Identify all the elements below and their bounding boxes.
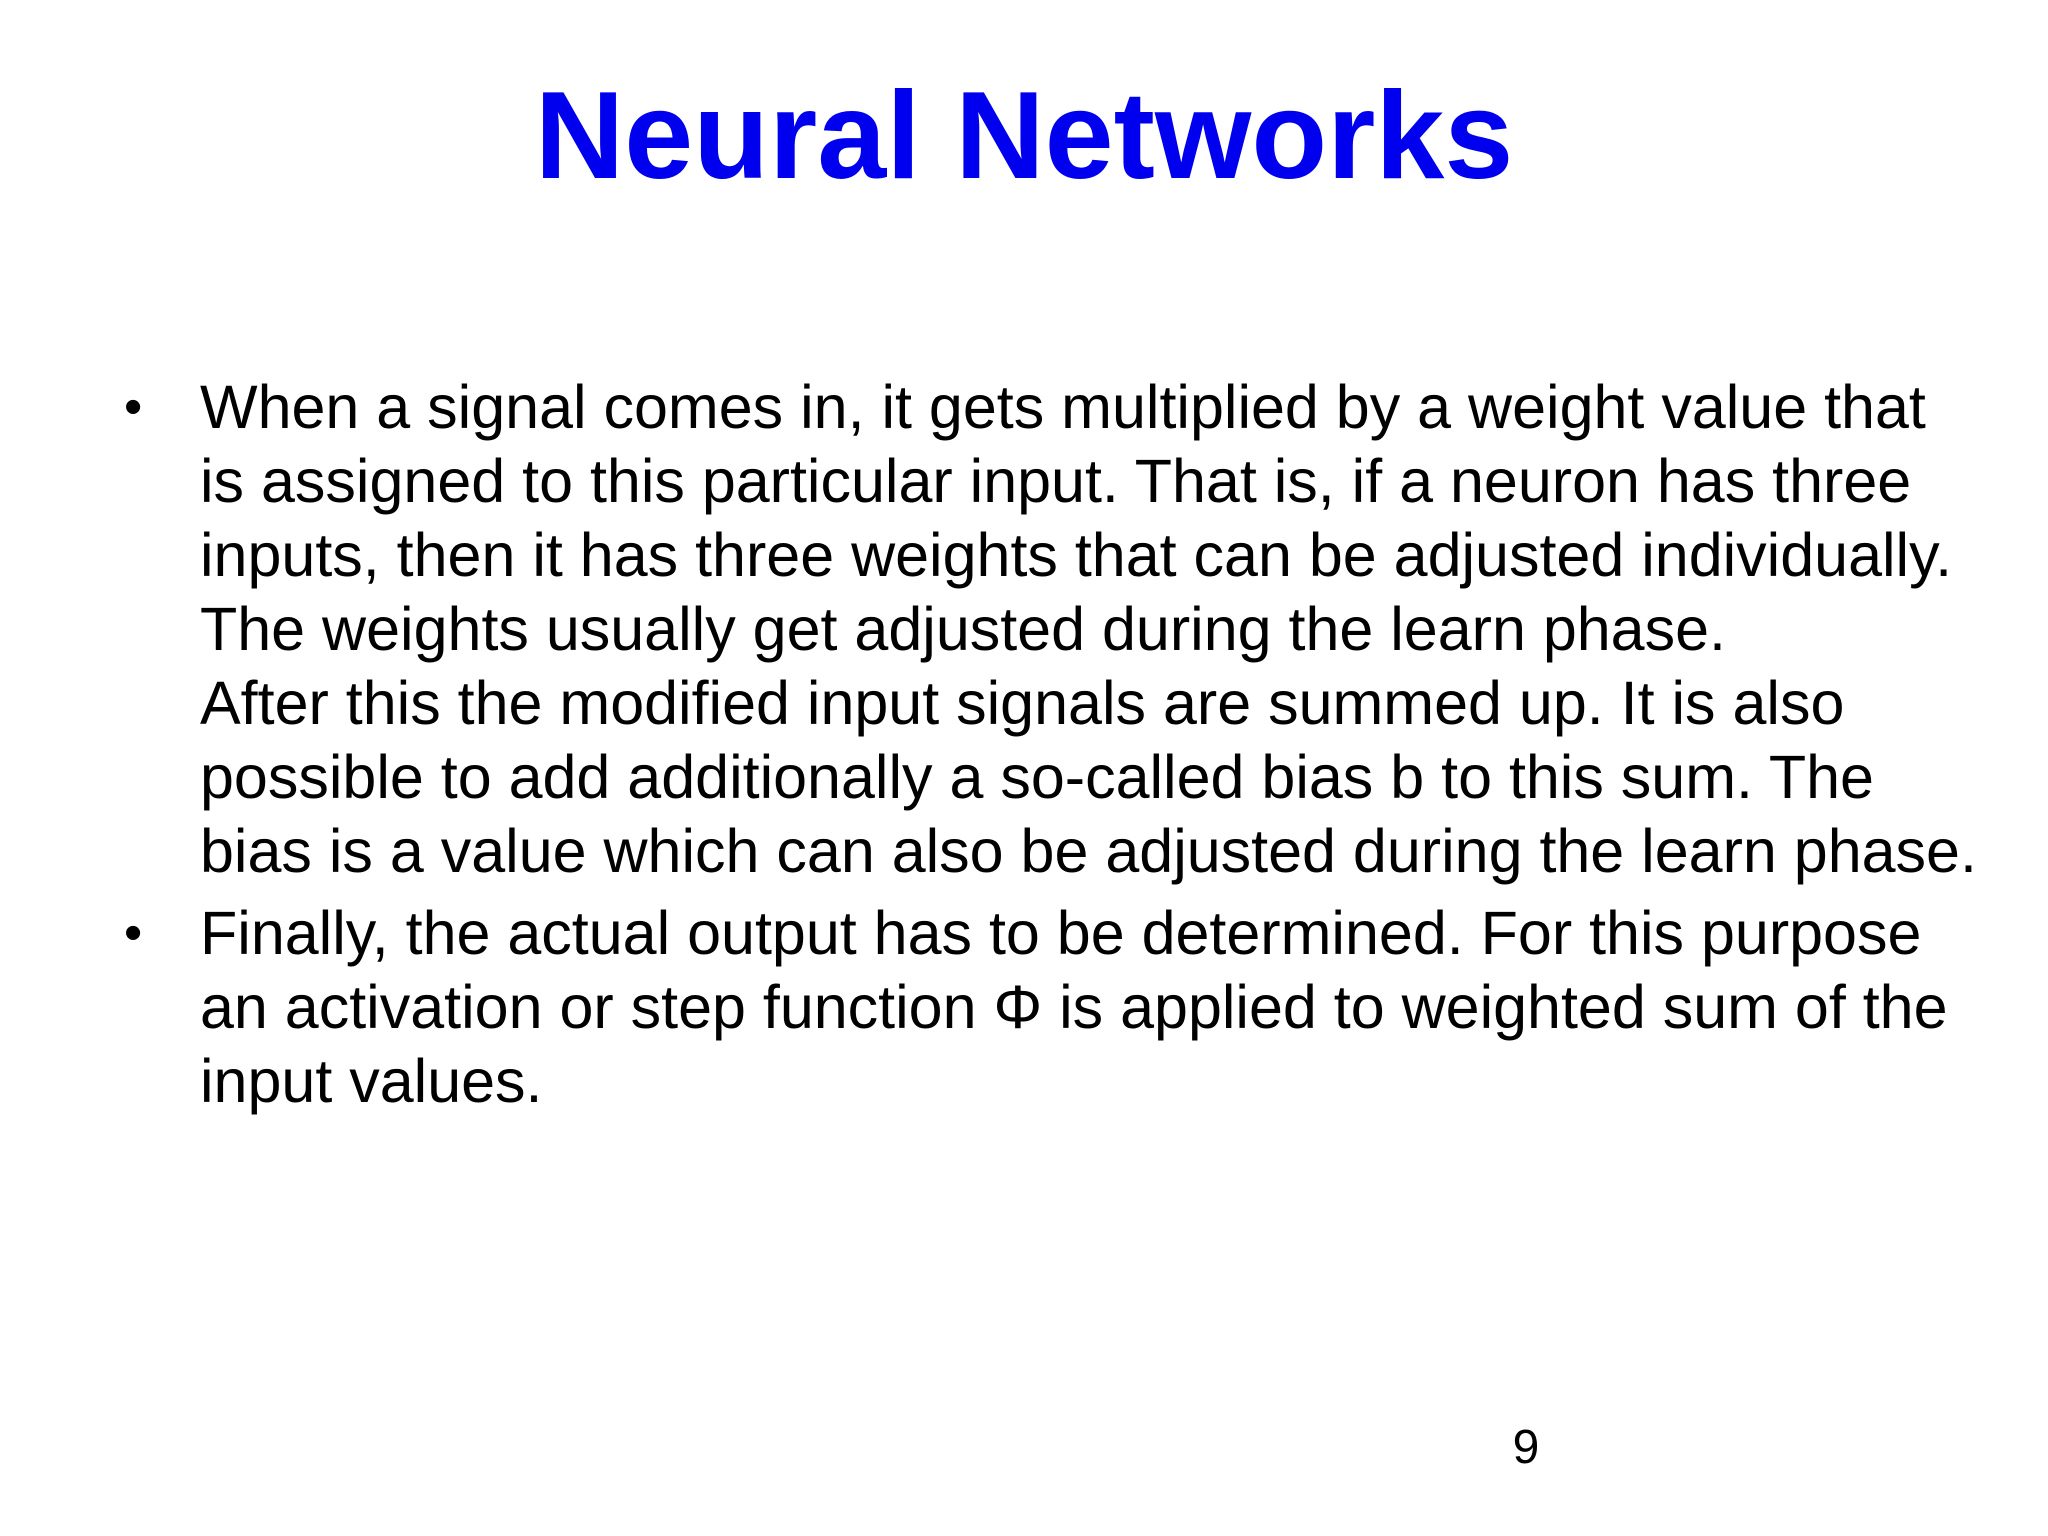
bullet-item-2: • Finally, the actual output has to be d…	[120, 896, 1980, 1118]
bullet-list: • When a signal comes in, it gets multip…	[120, 370, 1980, 1126]
bullet-marker: •	[124, 904, 143, 962]
bullet-2-paragraph-1: Finally, the actual output has to be det…	[200, 899, 1948, 1115]
slide-title: Neural Networks	[534, 67, 1514, 205]
bullet-item-1: • When a signal comes in, it gets multip…	[120, 370, 1980, 888]
bullet-1-paragraph-2: After this the modified input signals ar…	[200, 669, 1977, 885]
page-number: 9	[1512, 1421, 1540, 1474]
bullet-1-paragraph-1: When a signal comes in, it gets multipli…	[200, 373, 1953, 663]
bullet-marker: •	[124, 378, 143, 436]
